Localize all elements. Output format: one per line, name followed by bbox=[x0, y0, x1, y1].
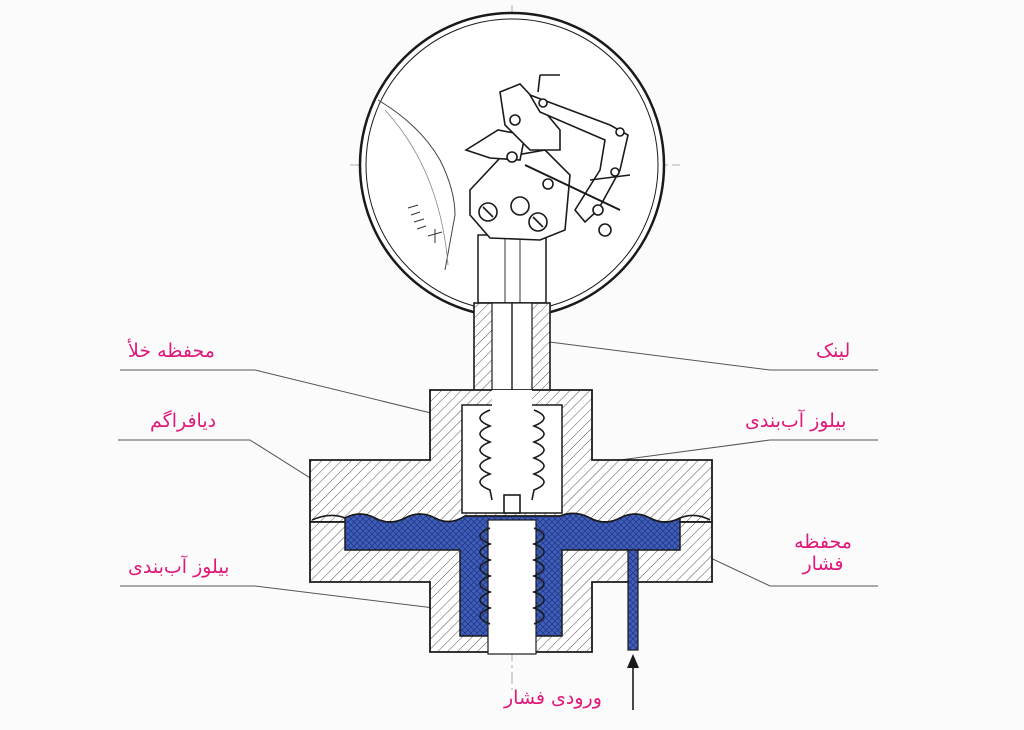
diaphragm bbox=[311, 512, 711, 523]
lower-sealing-bellows bbox=[479, 527, 545, 625]
label-pressure-chamber: محفظه فشار bbox=[792, 531, 854, 576]
label-pressure-chamber-line1: محفظه bbox=[794, 531, 852, 553]
movement-mechanism bbox=[464, 74, 631, 241]
label-sealing-bellows-left: بیلوز آب‌بندی bbox=[128, 556, 230, 578]
leader-lines bbox=[118, 337, 878, 614]
pressure-fluid bbox=[344, 512, 681, 655]
label-pressure-inlet: ورودی فشار bbox=[504, 687, 602, 709]
scale-ticks bbox=[407, 204, 443, 243]
label-vacuum-chamber: محفظه خلأ bbox=[128, 340, 215, 362]
scale-arc bbox=[377, 99, 456, 271]
label-pressure-chamber-line2: فشار bbox=[802, 552, 844, 575]
label-link: لینک bbox=[816, 340, 851, 362]
upper-sealing-bellows bbox=[479, 409, 545, 514]
label-sealing-bellows-right: بیلوز آب‌بندی bbox=[745, 410, 847, 432]
pressure-inlet-arrow-icon bbox=[627, 654, 639, 710]
label-diaphragm: دیافراگم bbox=[150, 410, 217, 432]
upper-housing bbox=[309, 389, 713, 523]
gauge-neck bbox=[473, 302, 551, 495]
